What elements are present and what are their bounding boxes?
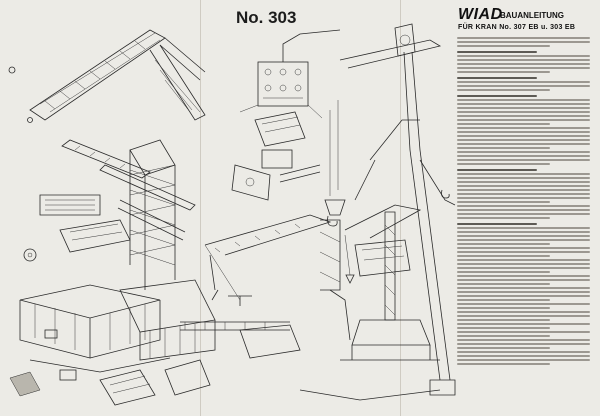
gear-assembly-drawing-icon: [23, 194, 131, 262]
crane-boom-drawing-icon: [8, 29, 206, 241]
fold-line: [400, 0, 401, 416]
hook-drawing-icon: [327, 189, 450, 227]
instruction-text-column: [457, 37, 590, 407]
sheet-number: No. 303: [236, 8, 297, 27]
fold-line: [200, 0, 201, 416]
control-box-drawing-icon: [231, 29, 341, 201]
crane-tower-drawing-icon: [299, 23, 456, 401]
portal-crane-drawing-icon: [340, 204, 440, 361]
crane-base-drawing-icon: [9, 284, 171, 406]
portal-crane-drawing-icon: [180, 214, 351, 359]
crane-tower-drawing-icon: [119, 139, 216, 396]
model-line: FÜR KRAN No. 307 EB u. 303 EB: [458, 24, 576, 31]
brand-logo: WIAD: [458, 6, 503, 23]
brand-subtitle: BAUANLEITUNG: [500, 11, 564, 20]
